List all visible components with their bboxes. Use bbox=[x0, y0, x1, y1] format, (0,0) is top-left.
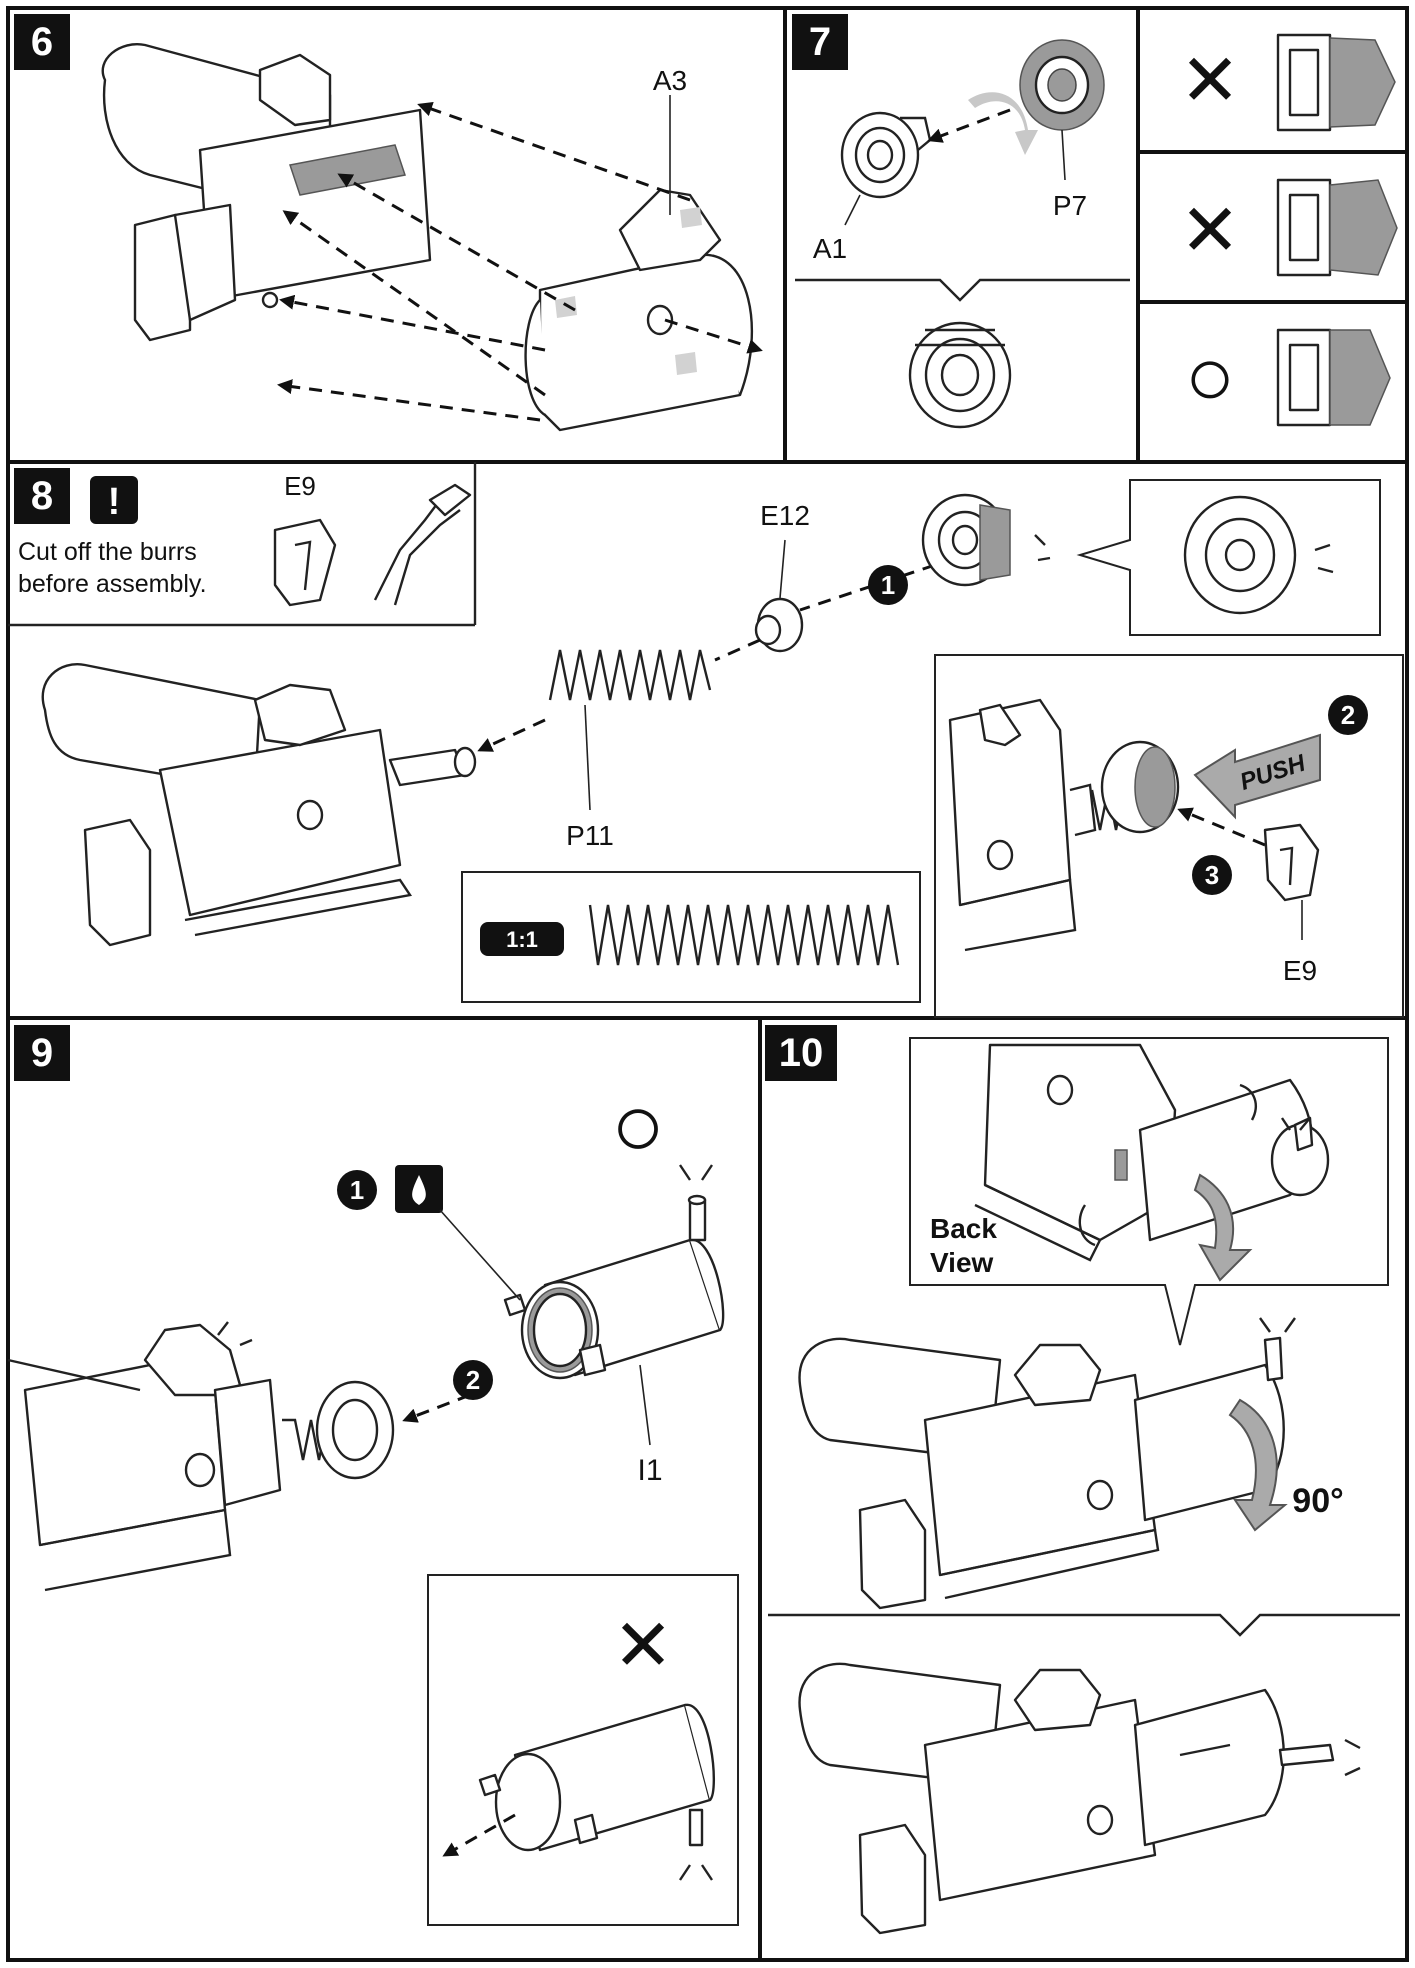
example-correct: ○ bbox=[1185, 328, 1391, 427]
cylinder-wrong-orientation bbox=[478, 1703, 716, 1881]
cylinder-i1 bbox=[503, 1164, 725, 1380]
step-10-panel: 10 Back View bbox=[765, 1025, 1400, 1935]
svg-text:7: 7 bbox=[809, 20, 831, 64]
step-8-body bbox=[41, 663, 477, 947]
rotate-arrow-icon bbox=[968, 92, 1038, 155]
svg-text:8: 8 bbox=[31, 474, 53, 518]
burr-note-line-2: before assembly. bbox=[18, 570, 207, 598]
order-2-icon: 2 bbox=[466, 1365, 480, 1395]
part-e12 bbox=[754, 597, 804, 653]
warning-icon bbox=[90, 476, 138, 524]
step-9-panel: 9 ○ 2 I1 bbox=[7, 1025, 739, 1926]
label-e9-bottom: E9 bbox=[1283, 955, 1317, 986]
example-wrong-1: ✕ bbox=[1180, 33, 1396, 132]
label-i1: I1 bbox=[637, 1454, 662, 1487]
order-1-icon: 1 bbox=[350, 1175, 364, 1205]
label-e9-top: E9 bbox=[284, 471, 316, 501]
step-number-8: 8 bbox=[14, 468, 70, 524]
back-view-drawing bbox=[974, 1043, 1330, 1282]
order-3-icon: 3 bbox=[1205, 860, 1219, 890]
spring-scale-drawing bbox=[588, 904, 900, 966]
nozzle-guide-part bbox=[921, 493, 1011, 587]
svg-text:9: 9 bbox=[31, 1031, 53, 1075]
step-number-9: 9 bbox=[14, 1025, 70, 1081]
burr-note-line-1: Cut off the burrs bbox=[18, 538, 197, 566]
cross-mark-icon: ✕ bbox=[1180, 41, 1240, 121]
step-number-7: 7 bbox=[792, 14, 848, 70]
label-e12: E12 bbox=[760, 500, 810, 531]
nippers-icon bbox=[373, 483, 472, 606]
spring-p11 bbox=[548, 649, 712, 701]
cross-mark-icon: ✕ bbox=[1180, 191, 1240, 271]
label-a1: A1 bbox=[813, 233, 847, 264]
rotation-angle: 90° bbox=[1292, 1482, 1343, 1520]
burr-note-box: ! Cut off the burrs before assembly. E9 bbox=[8, 462, 477, 627]
nozzle-detail-view bbox=[1183, 495, 1334, 615]
step-10-body bbox=[798, 1317, 1296, 1610]
step-6-panel: 6 A3 bbox=[14, 14, 763, 432]
svg-text:10: 10 bbox=[779, 1031, 824, 1075]
gearbox-right-half bbox=[524, 188, 754, 432]
example-wrong-2: ✕ bbox=[1180, 178, 1398, 277]
push-arrow-icon: PUSH bbox=[1193, 733, 1321, 820]
cross-mark-icon: ✕ bbox=[613, 1606, 673, 1686]
a1-p7-assembled bbox=[908, 321, 1012, 429]
part-e9-inset bbox=[1263, 823, 1320, 902]
back-view-line-1: Back bbox=[930, 1213, 997, 1244]
label-a3: A3 bbox=[653, 65, 687, 96]
gearbox-left-half bbox=[101, 43, 432, 342]
step-number-6: 6 bbox=[14, 14, 70, 70]
circle-ok-icon: ○ bbox=[1185, 329, 1236, 423]
step-10-result bbox=[798, 1662, 1361, 1935]
part-p7 bbox=[1019, 39, 1105, 131]
step-number-10: 10 bbox=[765, 1025, 837, 1081]
rotate-arrow-icon bbox=[1228, 1398, 1288, 1532]
svg-text:!: ! bbox=[108, 481, 121, 523]
step-8-panel: 8 ! Cut off the burrs before assembly. E… bbox=[8, 462, 1404, 1018]
back-view-line-2: View bbox=[930, 1247, 994, 1278]
label-p11: P11 bbox=[566, 820, 614, 851]
order-2-icon: 2 bbox=[1341, 700, 1355, 730]
svg-text:6: 6 bbox=[31, 20, 53, 64]
label-p7: P7 bbox=[1053, 190, 1087, 221]
order-1-icon: 1 bbox=[881, 570, 895, 600]
step-7-panel: 7 A1 P7 ✕ bbox=[792, 14, 1398, 429]
circle-ok-icon: ○ bbox=[611, 1076, 665, 1176]
part-a1 bbox=[840, 111, 932, 199]
step-9-body bbox=[7, 1321, 395, 1592]
push-inset-body bbox=[948, 698, 1180, 952]
scale-label: 1:1 bbox=[506, 927, 538, 952]
step-6-assembly-arrows bbox=[277, 101, 763, 422]
